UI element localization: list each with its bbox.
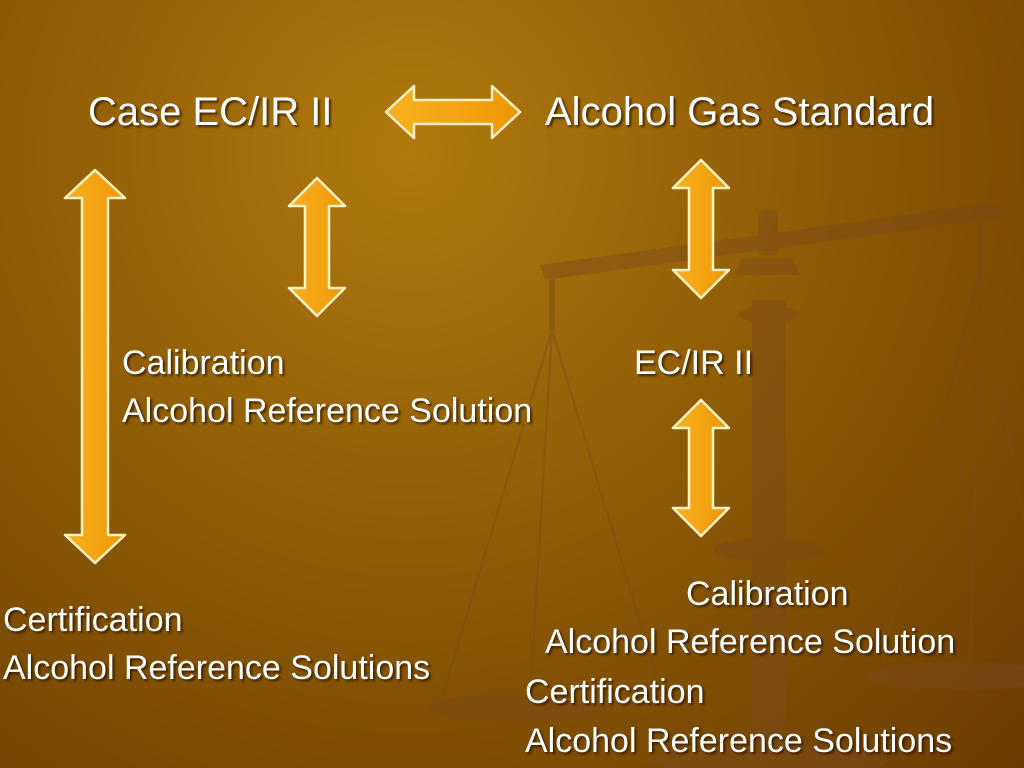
double-arrow-icon — [384, 84, 522, 140]
calibration-label-right: Calibration — [686, 575, 849, 613]
alcohol-reference-solution-label-right: Alcohol Reference Solution — [545, 623, 956, 661]
double-arrow-icon — [287, 176, 347, 318]
alcohol-reference-solution-label: Alcohol Reference Solution — [122, 392, 533, 430]
alcohol-reference-solutions-label-right: Alcohol Reference Solutions — [525, 722, 953, 760]
ecir-label: EC/IR II — [634, 344, 754, 382]
alcohol-reference-solutions-label: Alcohol Reference Solutions — [3, 649, 431, 687]
double-arrow-icon — [671, 398, 731, 538]
certification-label: Certification — [3, 601, 183, 639]
case-ecir-label: Case EC/IR II — [88, 90, 333, 134]
calibration-label: Calibration — [122, 344, 285, 382]
certification-label-right: Certification — [525, 673, 705, 711]
alcohol-gas-standard-label: Alcohol Gas Standard — [545, 90, 935, 134]
double-arrow-icon — [671, 158, 731, 300]
double-arrow-icon — [63, 168, 127, 565]
